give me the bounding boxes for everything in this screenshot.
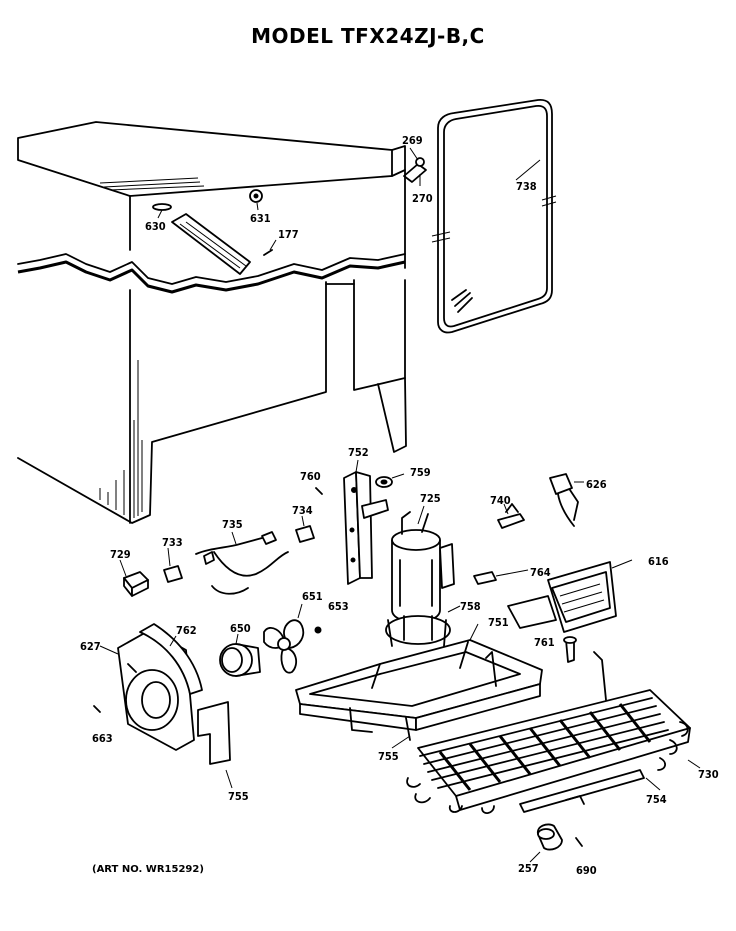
part-759-grommet xyxy=(375,473,405,488)
callout-725: 725 xyxy=(420,492,441,505)
callout-764: 764 xyxy=(530,566,551,579)
part-630 xyxy=(152,203,172,211)
part-733-switch xyxy=(163,547,183,583)
part-653-nut xyxy=(314,626,322,634)
callout-762: 762 xyxy=(176,624,197,637)
part-760-screw xyxy=(315,487,323,495)
part-690-screw xyxy=(575,837,583,847)
part-754-bracket xyxy=(519,769,661,813)
callout-759: 759 xyxy=(410,466,431,479)
callout-616: 616 xyxy=(648,555,669,568)
callout-755-left: 755 xyxy=(228,790,249,803)
part-663-screw xyxy=(93,705,101,713)
callout-651: 651 xyxy=(302,590,323,603)
part-616-control-board xyxy=(507,559,633,633)
part-752-bracket xyxy=(343,459,389,585)
art-number: (ART NO. WR15292) xyxy=(92,864,204,875)
callout-751: 751 xyxy=(488,616,509,629)
callout-269: 269 xyxy=(402,134,423,147)
callout-729: 729 xyxy=(110,548,131,561)
callout-760: 760 xyxy=(300,470,321,483)
callout-754: 754 xyxy=(646,793,667,806)
callout-730: 730 xyxy=(698,768,719,781)
part-177-screw xyxy=(263,249,273,256)
part-751-base-pan xyxy=(295,623,543,741)
callout-270: 270 xyxy=(412,192,433,205)
callout-690: 690 xyxy=(576,864,597,877)
callout-650: 650 xyxy=(230,622,251,635)
callout-663: 663 xyxy=(92,732,113,745)
door-panel-738 xyxy=(403,99,557,334)
part-650-fan-motor xyxy=(219,633,261,677)
part-740-clip xyxy=(497,503,525,529)
callout-177: 177 xyxy=(278,228,299,241)
callout-626: 626 xyxy=(586,478,607,491)
diagram-title: MODEL TFX24ZJ-B,C xyxy=(251,24,485,48)
callout-631: 631 xyxy=(250,212,271,225)
part-651-fan-blade xyxy=(263,603,305,674)
callout-733: 733 xyxy=(162,536,183,549)
part-755-baffle xyxy=(197,701,233,789)
callout-758: 758 xyxy=(460,600,481,613)
refrigerator-cabinet xyxy=(17,121,407,524)
part-761-screw xyxy=(563,636,577,663)
callout-735: 735 xyxy=(222,518,243,531)
callout-labels: 269 270 738 630 631 177 752 760 759 725 … xyxy=(80,134,719,877)
callout-734: 734 xyxy=(292,504,313,517)
callout-761: 761 xyxy=(534,636,555,649)
part-734-connector xyxy=(295,515,315,543)
callout-738: 738 xyxy=(516,180,537,193)
part-764-plate xyxy=(473,569,529,585)
callout-257: 257 xyxy=(518,862,539,875)
part-729-block xyxy=(119,559,149,597)
callout-630: 630 xyxy=(145,220,166,233)
callout-755-center: 755 xyxy=(378,750,399,763)
callout-752: 752 xyxy=(348,446,369,459)
part-626-relay xyxy=(549,473,584,527)
part-730-condenser xyxy=(406,651,701,814)
part-762-gasket xyxy=(139,623,203,695)
part-735-harness xyxy=(195,531,289,595)
part-257-foot xyxy=(529,823,563,863)
callout-627: 627 xyxy=(80,640,101,653)
callout-653: 653 xyxy=(328,600,349,613)
callout-740: 740 xyxy=(490,494,511,507)
part-725-compressor xyxy=(391,505,455,623)
